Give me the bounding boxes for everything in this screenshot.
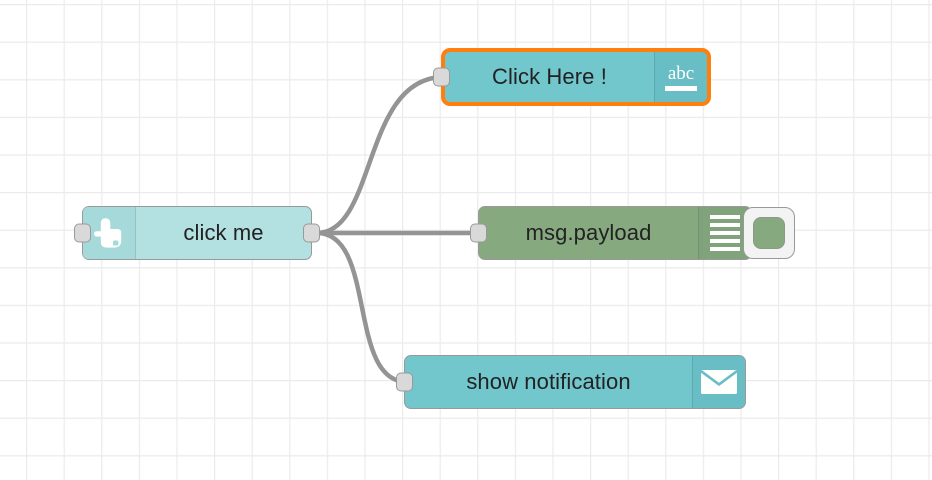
abc-icon-underline — [665, 85, 697, 91]
node-input-port[interactable] — [396, 372, 413, 392]
node-template-click-here[interactable]: Click Here ! abc — [433, 48, 711, 106]
node-label: msg.payload — [525, 220, 652, 245]
node-label: click me — [183, 220, 264, 245]
node-debug-msg-payload[interactable]: msg.payload — [470, 206, 795, 260]
node-input-port[interactable] — [470, 223, 487, 243]
pointing-hand-icon — [83, 207, 136, 259]
node-inject-click-me[interactable]: click me — [74, 206, 320, 260]
node-label: Click Here ! — [492, 64, 607, 89]
node-output-port[interactable] — [303, 223, 320, 243]
node-input-port[interactable] — [74, 223, 91, 243]
abc-icon-text: abc — [667, 62, 695, 84]
debug-enable-button[interactable] — [743, 207, 795, 259]
abc-icon: abc — [654, 52, 707, 102]
debug-lines-icon — [698, 207, 751, 259]
node-input-port[interactable] — [433, 67, 450, 87]
debug-enable-button-indicator — [753, 217, 785, 249]
envelope-icon — [692, 356, 745, 408]
node-label: show notification — [466, 369, 631, 394]
node-show-notification[interactable]: show notification — [396, 355, 746, 409]
